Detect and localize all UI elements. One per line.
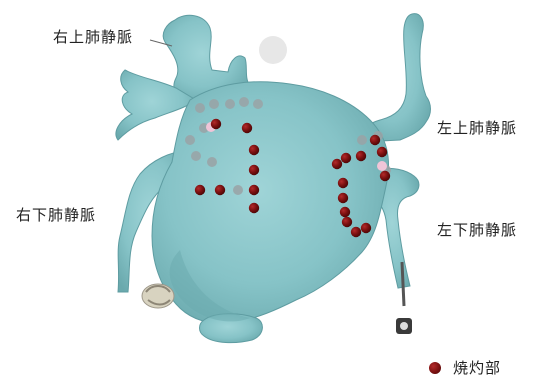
ablation-point	[195, 185, 205, 195]
ablation-point	[356, 151, 366, 161]
label-left-inferior-pv: 左下肺静脈	[437, 219, 517, 240]
ablation-point	[351, 227, 361, 237]
legend-ablation-label: 焼灼部	[453, 357, 501, 378]
ablation-point	[249, 185, 259, 195]
ablation-point	[242, 123, 252, 133]
ablation-point	[249, 165, 259, 175]
ablation-point	[338, 193, 348, 203]
ablation-point	[249, 145, 259, 155]
ablation-point	[361, 223, 371, 233]
marker-pink-left	[377, 161, 387, 171]
valve-icon	[142, 284, 174, 308]
ablation-point	[341, 153, 351, 163]
label-right-inferior-pv: 右下肺静脈	[16, 204, 96, 225]
legend-ablation-dot	[429, 362, 441, 374]
ablation-point	[370, 135, 380, 145]
background-orb	[259, 36, 287, 64]
ablation-point	[332, 159, 342, 169]
ablation-point	[215, 185, 225, 195]
label-left-superior-pv: 左上肺静脈	[437, 117, 517, 138]
ablation-point	[338, 178, 348, 188]
ablation-point	[340, 207, 350, 217]
ablation-point	[380, 171, 390, 181]
legend: 焼灼部	[429, 357, 501, 378]
label-right-superior-pv: 右上肺静脈	[53, 26, 133, 47]
ablation-point	[377, 147, 387, 157]
ablation-point	[342, 217, 352, 227]
ablation-point	[211, 119, 221, 129]
ablation-point	[249, 203, 259, 213]
